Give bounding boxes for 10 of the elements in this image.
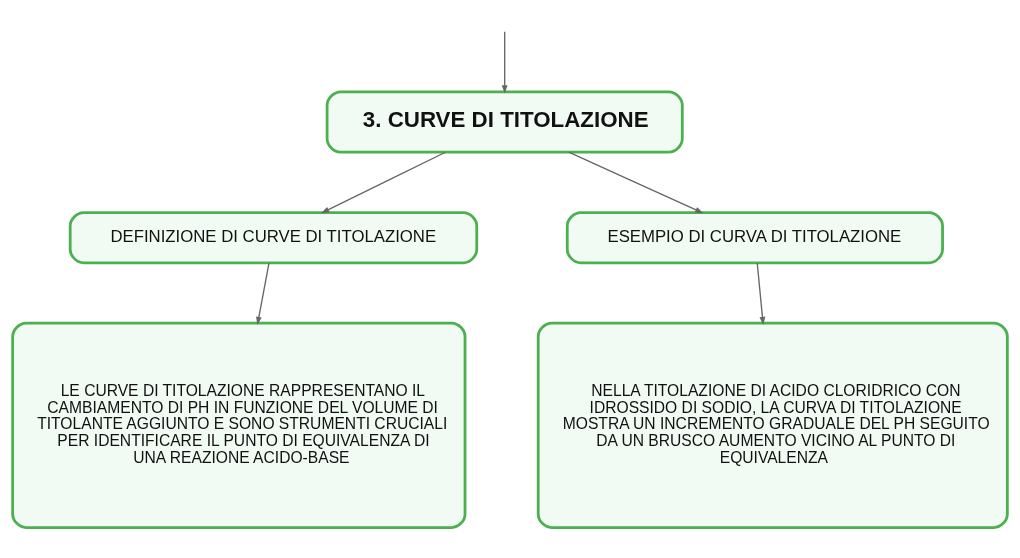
node-box: NELLA TITOLAZIONE DI ACIDO CLORIDRICO CON IDROSSIDO DI SODIO, LA CURVA DI TITOLAZIONE MOSTRA UN INCREMENTO GRADUALE DEL PH SEGUITO DA UN BRUSCO AUMENTO VICINO AL PUNTO DI EQUIVALENZA [536, 321, 1009, 529]
arrow [568, 151, 704, 214]
arrow [756, 262, 766, 326]
node-box: ESEMPIO DI CURVA DI TITOLAZIONE [565, 211, 944, 265]
arrow [256, 262, 270, 326]
node-box: DEFINIZIONE DI CURVE DI TITOLAZIONE [68, 211, 479, 265]
node-box: 3. CURVE DI TITOLAZIONE [325, 90, 684, 154]
node-box: LE CURVE DI TITOLAZIONE RAPPRESENTANO IL CAMBIAMENTO DI PH IN FUNZIONE DEL VOLUME DI TITOLANTE AGGIUNTO E SONO STRUMENTI CRUCIALI PER IDENTIFICARE IL PUNTO DI EQUIVALENZA DI UNA REAZIONE ACIDO-BASE [11, 321, 467, 529]
arrow [321, 151, 447, 214]
arrow [501, 30, 508, 94]
